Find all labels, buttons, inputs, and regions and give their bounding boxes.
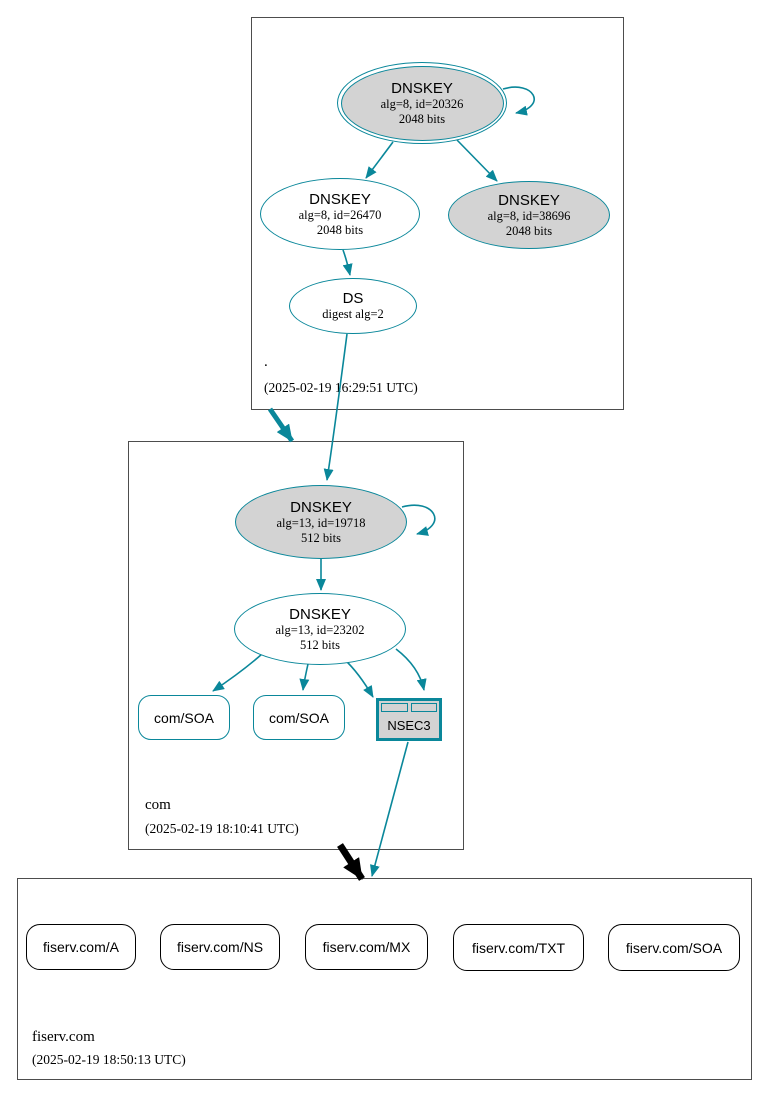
ds-digest-alg: digest alg=2 [322,307,384,321]
dnskey-node-38696[interactable]: DNSKEY alg=8, id=38696 2048 bits [448,181,610,249]
rrset-label: fiserv.com/A [43,939,119,955]
rrset-node-com-soa-2[interactable]: com/SOA [253,695,345,740]
rrset-label: com/SOA [269,709,329,726]
edge-delegation-com-to-fiserv [337,843,365,881]
dnskey-bits: 2048 bits [398,111,446,126]
zone-box-fiserv-com [17,878,752,1080]
dnskey-bits: 2048 bits [505,223,553,238]
dnskey-title: DNSKEY [391,79,453,97]
nsec3-record-cells [381,703,437,712]
dnskey-alg-id: alg=13, id=23202 [275,622,365,637]
rrset-label: fiserv.com/TXT [471,939,566,956]
dnskey-bits: 512 bits [300,637,340,652]
zone-timestamp-root: (2025-02-19 16:29:51 UTC) [264,380,418,395]
dnskey-alg-id: alg=8, id=20326 [380,96,464,111]
dnskey-node-19718-ksk[interactable]: DNSKEY alg=13, id=19718 512 bits [235,485,407,559]
zone-box-root [251,17,624,410]
rrset-node-fiserv-com-soa[interactable]: fiserv.com/SOA [608,924,740,971]
nsec3-cell-left [381,703,408,712]
zone-label-com: com [145,797,171,813]
rrset-node-com-soa-1[interactable]: com/SOA [138,695,230,740]
dnskey-alg-id: alg=8, id=26470 [298,207,382,222]
ds-node-com[interactable]: DS digest alg=2 [289,278,417,334]
rrset-node-fiserv-com-mx[interactable]: fiserv.com/MX [305,924,428,970]
nsec3-node[interactable]: NSEC3 [376,698,442,741]
zone-box-com [128,441,464,850]
rrset-node-fiserv-com-a[interactable]: fiserv.com/A [26,924,136,970]
dnskey-title: DNSKEY [290,498,352,516]
edge-delegation-root-to-com [267,407,295,443]
zone-label-root: . [264,354,268,370]
dnskey-node-20326-inner: DNSKEY alg=8, id=20326 2048 bits [340,65,504,141]
dnskey-title: DNSKEY [289,605,351,623]
dnskey-title: DNSKEY [498,191,560,209]
rrset-label: fiserv.com/MX [322,939,411,955]
zone-label-fiserv-com: fiserv.com [32,1029,95,1045]
ds-title: DS [342,290,364,307]
nsec3-label: NSEC3 [387,717,431,733]
zone-timestamp-fiserv-com: (2025-02-19 18:50:13 UTC) [32,1052,186,1067]
dnskey-node-23202-zsk[interactable]: DNSKEY alg=13, id=23202 512 bits [234,593,406,665]
rrset-label: fiserv.com/NS [176,939,264,955]
nsec3-cell-right [410,703,437,712]
rrset-label: com/SOA [154,709,214,726]
dnskey-node-20326-ksk[interactable]: DNSKEY alg=8, id=20326 2048 bits [337,62,507,144]
rrset-label: fiserv.com/SOA [625,939,723,956]
dnskey-alg-id: alg=8, id=38696 [487,208,571,223]
rrset-node-fiserv-com-txt[interactable]: fiserv.com/TXT [453,924,584,971]
zone-timestamp-com: (2025-02-19 18:10:41 UTC) [145,821,299,836]
dnskey-bits: 2048 bits [316,222,364,237]
dnskey-node-26470-zsk[interactable]: DNSKEY alg=8, id=26470 2048 bits [260,178,420,250]
dnskey-alg-id: alg=13, id=19718 [276,515,366,530]
dnskey-title: DNSKEY [309,190,371,208]
rrset-node-fiserv-com-ns[interactable]: fiserv.com/NS [160,924,280,970]
dnskey-bits: 512 bits [301,530,341,545]
